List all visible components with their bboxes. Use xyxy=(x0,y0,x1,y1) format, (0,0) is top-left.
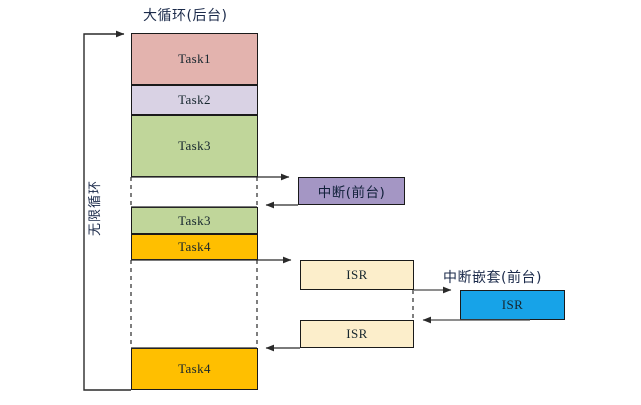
interrupt-foreground-block: 中断(前台) xyxy=(298,177,405,205)
infinite-loop-label: 无限循环 xyxy=(84,177,103,238)
isr-block-nested: ISR xyxy=(460,290,565,320)
nested-interrupt-title: 中断嵌套(前台) xyxy=(443,270,542,286)
task-block-task4-first: Task4 xyxy=(131,234,258,260)
main-column-title: 大循环(后台) xyxy=(143,8,228,24)
task-block-task4-resumed: Task4 xyxy=(131,348,258,390)
task-block-task1: Task1 xyxy=(131,33,258,85)
task-block-task2: Task2 xyxy=(131,85,258,115)
task-block-task3-resumed: Task3 xyxy=(131,207,258,234)
gap-frame-lines xyxy=(131,176,257,349)
isr-block-lower: ISR xyxy=(300,320,414,348)
isr-block-upper: ISR xyxy=(300,260,414,290)
task-block-task3-first: Task3 xyxy=(131,115,258,177)
